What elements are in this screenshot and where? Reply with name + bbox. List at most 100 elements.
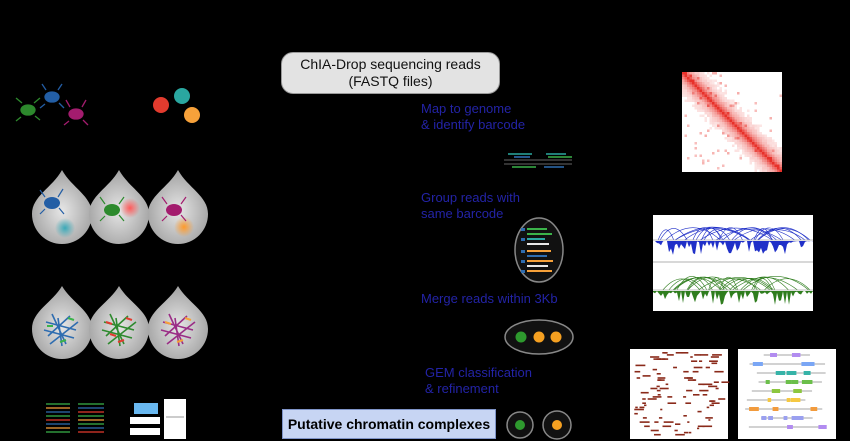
heatmap-cell xyxy=(767,169,770,172)
heatmap-cell xyxy=(772,159,775,162)
heatmap-cell xyxy=(747,109,750,112)
interaction-arc xyxy=(657,229,674,241)
heatmap-cell xyxy=(709,104,712,107)
heatmap-cell xyxy=(739,109,742,112)
heatmap-cell xyxy=(779,169,782,172)
heatmap-cell xyxy=(767,152,770,155)
heatmap-cell xyxy=(764,149,767,152)
heatmap-cell xyxy=(742,152,745,155)
heatmap-cell xyxy=(744,147,747,150)
heatmap-cell xyxy=(732,139,735,142)
heatmap-cell xyxy=(747,139,750,142)
heatmap-cell xyxy=(779,94,782,97)
heatmap-cell xyxy=(739,107,742,110)
heatmap-cell xyxy=(724,104,727,107)
heatmap-cell xyxy=(727,134,730,137)
heatmap-cell xyxy=(737,127,740,130)
heatmap-cell xyxy=(739,144,742,147)
heatmap-cell xyxy=(777,152,780,155)
heatmap-cell xyxy=(712,124,715,127)
heatmap-cell xyxy=(719,107,722,110)
heatmap-cell xyxy=(747,122,750,125)
complex-mark xyxy=(642,417,647,419)
heatmap-cell xyxy=(702,114,705,117)
heatmap-cell xyxy=(697,79,700,82)
gene-exon xyxy=(765,380,770,384)
heatmap-cell xyxy=(719,119,722,122)
heatmap-cell xyxy=(772,152,775,155)
heatmap-cell xyxy=(777,162,780,165)
heatmap-cell xyxy=(712,97,715,100)
complex-mark xyxy=(635,364,646,367)
heatmap-cell xyxy=(759,132,762,135)
heatmap-cell xyxy=(697,84,700,87)
heatmap-cell xyxy=(684,87,687,90)
heatmap-cell xyxy=(772,154,775,157)
heatmap-cell xyxy=(717,99,720,102)
heatmap-cell xyxy=(747,152,750,155)
heatmap-cell xyxy=(692,92,695,95)
heatmap-cell xyxy=(754,142,757,145)
interaction-arc xyxy=(751,278,773,291)
heatmap-cell xyxy=(707,129,710,132)
heatmap-cell xyxy=(739,142,742,145)
heatmap-cell xyxy=(774,169,777,172)
interaction-arc xyxy=(700,227,773,241)
heatmap-cell xyxy=(687,87,690,90)
heatmap-cell xyxy=(764,157,767,160)
heatmap-cell xyxy=(709,114,712,117)
heatmap-cell xyxy=(697,72,700,75)
heatmap-cell xyxy=(744,127,747,130)
gene-exon xyxy=(752,362,758,366)
heatmap-cell xyxy=(772,162,775,165)
heatmap-cell xyxy=(709,92,712,95)
interaction-arc xyxy=(718,227,743,241)
heatmap-cell xyxy=(764,137,767,140)
heatmap-cell xyxy=(712,99,715,102)
heatmap-cell xyxy=(727,114,730,117)
heatmap-cell xyxy=(724,132,727,135)
heatmap-cell xyxy=(714,114,717,117)
complex-mark xyxy=(656,373,661,375)
heatmap-cell xyxy=(757,124,760,127)
heatmap-cell xyxy=(687,84,690,87)
gene-exon xyxy=(754,362,763,366)
heatmap-cell xyxy=(739,134,742,137)
heatmap-cell xyxy=(699,102,702,105)
heatmap-cell xyxy=(717,102,720,105)
heatmap-cell xyxy=(709,112,712,115)
heatmap-cell xyxy=(687,79,690,82)
interaction-arc xyxy=(742,276,809,291)
heatmap-cell xyxy=(704,119,707,122)
reads-icon xyxy=(46,403,104,433)
heatmap-cell xyxy=(779,167,782,170)
heatmap-cell xyxy=(769,147,772,150)
heatmap-cell xyxy=(684,74,687,77)
heatmap-cell xyxy=(729,132,732,135)
heatmap-cell xyxy=(727,124,730,127)
heatmap-cell xyxy=(744,129,747,132)
heatmap-cell xyxy=(754,162,757,165)
heatmap-cell xyxy=(749,154,752,157)
heatmap-cell xyxy=(722,127,725,130)
heatmap-cell xyxy=(754,109,757,112)
heatmap-cell xyxy=(742,132,745,135)
heatmap-cell xyxy=(729,134,732,137)
gene-exon xyxy=(770,353,778,357)
heatmap-cell xyxy=(699,82,702,85)
heatmap-cell xyxy=(714,102,717,105)
complex-mark xyxy=(673,366,678,369)
heatmap-cell xyxy=(757,134,760,137)
heatmap-cell xyxy=(707,84,710,87)
heatmap-cell xyxy=(709,87,712,90)
heatmap-cell xyxy=(687,94,690,97)
heatmap-cell xyxy=(699,154,702,157)
heatmap-cell xyxy=(702,99,705,102)
heatmap-cell xyxy=(719,87,722,90)
heatmap-cell xyxy=(767,167,770,170)
heatmap-cell xyxy=(692,87,695,90)
gene-track-icon xyxy=(738,349,836,439)
heatmap-cell xyxy=(764,142,767,145)
heatmap-cell xyxy=(749,129,752,132)
heatmap-cell xyxy=(754,127,757,130)
